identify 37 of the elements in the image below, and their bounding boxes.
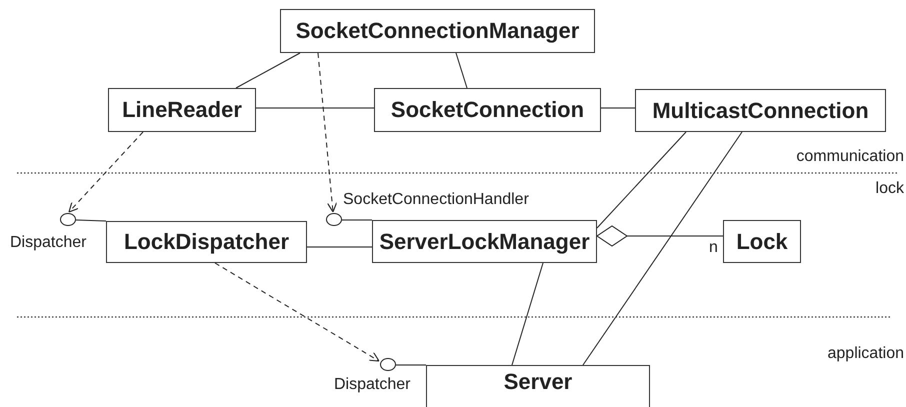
interface-label: Dispatcher bbox=[334, 375, 410, 395]
association-line bbox=[512, 262, 544, 366]
association-line bbox=[76, 220, 106, 222]
interface-circle bbox=[380, 358, 396, 371]
association-line bbox=[582, 132, 742, 366]
class-name: Lock bbox=[736, 228, 788, 256]
layer-label: communication bbox=[796, 147, 904, 167]
dependency-arrow bbox=[318, 52, 338, 213]
class-box bbox=[374, 88, 601, 132]
association-line bbox=[596, 132, 686, 228]
layer-label: lock bbox=[876, 179, 904, 199]
aggregation-line bbox=[596, 226, 724, 246]
class-name: SocketConnection bbox=[390, 96, 584, 124]
class-name: LockDispatcher bbox=[124, 228, 290, 256]
class-name: MulticastConnection bbox=[652, 96, 869, 124]
association-line bbox=[306, 246, 372, 248]
class-box bbox=[426, 365, 650, 407]
class-box bbox=[635, 89, 886, 132]
class-box bbox=[108, 88, 256, 132]
class-name: Server bbox=[504, 368, 572, 396]
class-name: SocketConnectionManager bbox=[296, 17, 580, 45]
association-line bbox=[396, 364, 426, 366]
class-name: ServerLockManager bbox=[379, 228, 590, 256]
dependency-arrow bbox=[214, 262, 380, 362]
interface-circle bbox=[60, 213, 76, 226]
interface-label: Dispatcher bbox=[10, 233, 86, 253]
dependency-arrow bbox=[68, 132, 144, 213]
association-line bbox=[456, 52, 468, 88]
association-line bbox=[236, 52, 300, 88]
interface-label: SocketConnectionHandler bbox=[343, 190, 529, 210]
interface-circle bbox=[326, 213, 342, 226]
layer-label: application bbox=[828, 344, 904, 364]
class-name: LineReader bbox=[122, 96, 242, 124]
class-box bbox=[106, 221, 307, 263]
class-box bbox=[723, 220, 801, 263]
class-box bbox=[372, 220, 597, 263]
class-box bbox=[280, 9, 595, 53]
